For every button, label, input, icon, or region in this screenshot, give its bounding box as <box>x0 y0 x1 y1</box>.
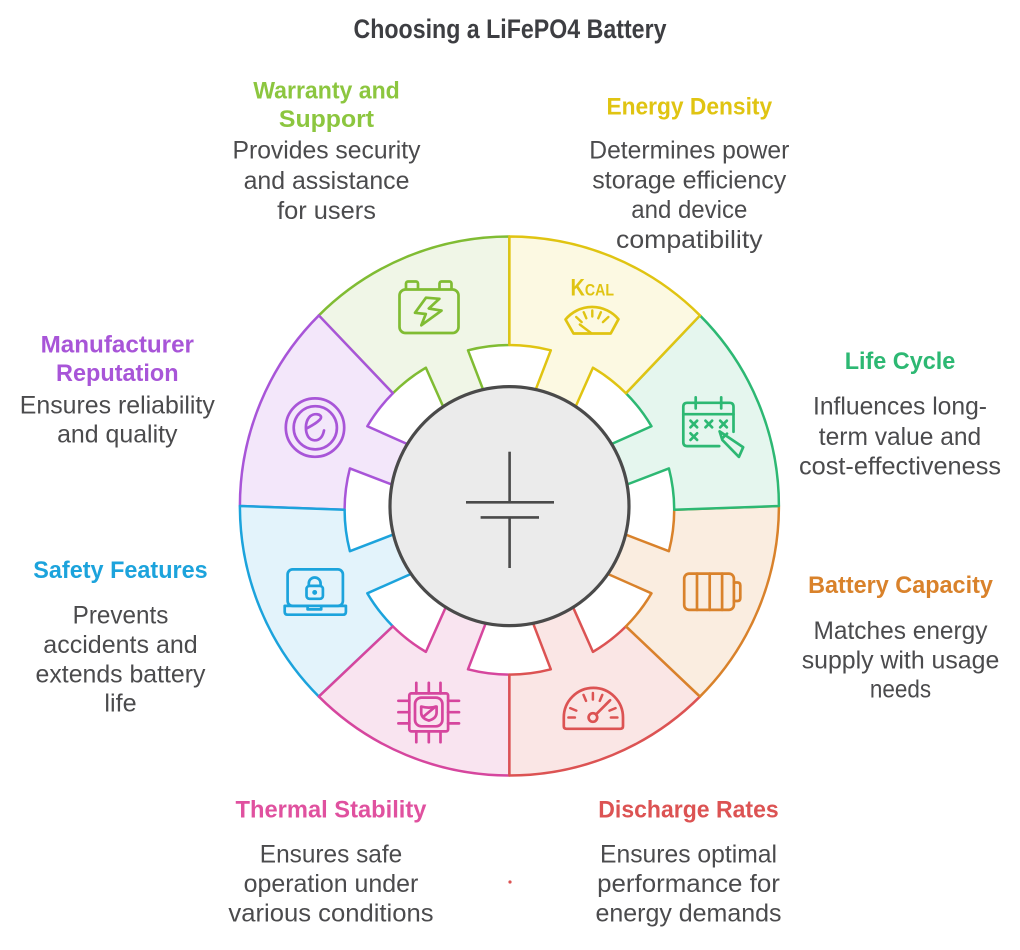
svg-text:Prevents: Prevents <box>73 602 169 630</box>
svg-text:and assistance: and assistance <box>244 167 410 195</box>
svg-text:Ensures optimal: Ensures optimal <box>600 841 777 869</box>
svg-text:Thermal Stability: Thermal Stability <box>236 797 427 824</box>
svg-text:Discharge Rates: Discharge Rates <box>598 797 778 824</box>
svg-text:Choosing a LiFePO4 Battery: Choosing a LiFePO4 Battery <box>354 14 667 44</box>
svg-text:various conditions: various conditions <box>228 899 433 927</box>
svg-text:extends battery: extends battery <box>36 661 206 689</box>
svg-text:needs: needs <box>870 676 931 704</box>
svg-text:Matches energy: Matches energy <box>814 617 988 645</box>
svg-text:accidents and: accidents and <box>43 631 197 659</box>
svg-text:Influences long-: Influences long- <box>813 393 987 421</box>
svg-text:for users: for users <box>277 197 376 225</box>
svg-text:term value and: term value and <box>819 423 981 451</box>
svg-text:Ensures reliability: Ensures reliability <box>20 391 215 419</box>
svg-text:Reputation: Reputation <box>56 360 179 387</box>
svg-text:Determines power: Determines power <box>589 136 789 164</box>
svg-text:and device: and device <box>631 196 747 224</box>
svg-text:Support: Support <box>279 106 374 133</box>
svg-text:Energy Density: Energy Density <box>606 93 772 120</box>
svg-text:compatibility: compatibility <box>616 226 763 254</box>
svg-text:cost-effectiveness: cost-effectiveness <box>799 453 1001 481</box>
svg-text:performance for: performance for <box>597 870 780 898</box>
svg-text:supply with usage: supply with usage <box>802 646 1000 674</box>
svg-text:energy demands: energy demands <box>596 899 782 927</box>
svg-text:life: life <box>104 689 136 717</box>
svg-text:Manufacturer: Manufacturer <box>41 332 195 359</box>
svg-text:and quality: and quality <box>57 421 178 449</box>
svg-text:Life Cycle: Life Cycle <box>845 348 956 375</box>
svg-text:Battery Capacity: Battery Capacity <box>808 572 993 599</box>
svg-text:Warranty and: Warranty and <box>253 78 400 105</box>
svg-text:storage efficiency: storage efficiency <box>592 166 786 194</box>
svg-text:Safety Features: Safety Features <box>33 557 207 584</box>
svg-text:Ensures safe: Ensures safe <box>260 841 402 869</box>
svg-text:operation under: operation under <box>244 870 419 898</box>
svg-text:Provides security: Provides security <box>233 137 421 165</box>
